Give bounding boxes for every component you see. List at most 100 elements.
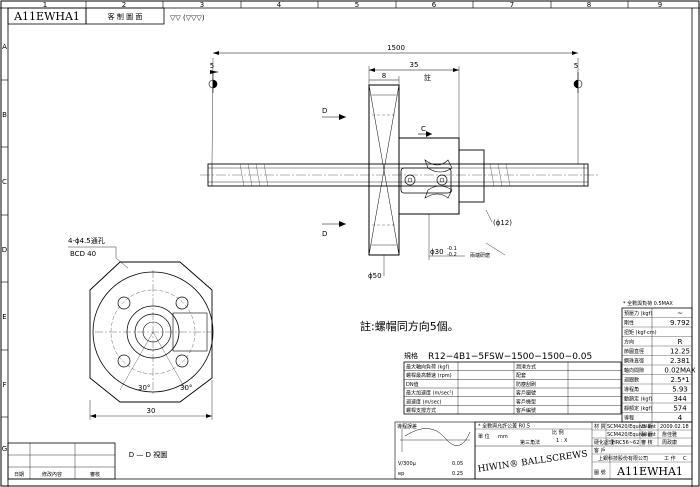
spec-row-label: 螺桿支撐方式 [406, 407, 436, 414]
company-name: 上銀科技股份有限公司 [598, 455, 648, 462]
angle-left: 30° [138, 384, 150, 392]
param-label: 節圓直徑 [624, 348, 644, 355]
title-block: * 全數與允許公差 R0.5 單 位 mm 比 例 1 : X 第三角法 材 質… [474, 421, 693, 480]
unit-label: 單 位 [478, 433, 490, 440]
date-value: 2009.02.18 [660, 424, 689, 430]
section-view-labels: 4-ϕ4.5通孔 BCD 40 30° 30° 30 D — D 視圖 [68, 236, 192, 459]
revision-col-date: 日期 [14, 472, 24, 478]
hole-spec: 4-ϕ4.5通孔 [68, 236, 105, 245]
row-label: G [2, 445, 7, 453]
param-label: 剛性 [624, 320, 634, 327]
param-label: 鋼珠直徑 [624, 358, 644, 365]
column-ruler: 1 2 3 4 5 6 7 8 9 [43, 1, 662, 9]
checked-value: 周政康 [662, 439, 677, 446]
spec-label: 規格 [404, 351, 418, 360]
spec-row-right: 客戶機型 [516, 398, 536, 405]
revision-col-content: 修改內容 [42, 471, 62, 478]
scale-value: 1 : X [556, 438, 568, 444]
dim-shaft-dia: (ϕ12) [493, 219, 512, 227]
spec-row-right: 客戶編號 [516, 407, 536, 414]
material-shaft: SCM420/Equivalent [607, 424, 656, 430]
projection: 第三角法 [520, 439, 540, 446]
header-block: A11EWHA1 客 制 圖 面 ▽▽ (▽▽▽) [7, 7, 205, 25]
dim-nut-tol-top: -0.1 [447, 246, 457, 252]
dim-total-length: 1500 [387, 44, 405, 52]
param-value: 4 [678, 414, 683, 422]
drawn-label: 製 圖 [641, 431, 653, 438]
spec-row-label: 最大軸向負荷 (kgf) [406, 364, 449, 371]
col-label: 2 [122, 1, 126, 9]
col-label: 1 [43, 1, 47, 9]
code-label: 工 作 [664, 455, 676, 462]
drawing-number: A11EWHA1 [13, 10, 80, 23]
section-c: C [421, 125, 426, 133]
material-nut: SCM420/Equivalent [607, 432, 656, 438]
drawing-number-bottom: A11EWHA1 [616, 465, 683, 478]
row-label: C [2, 178, 7, 186]
view-label: D — D 視圖 [129, 450, 167, 459]
nut-direction-note: 註:螺帽同方向5個。 [360, 319, 459, 333]
section-view-dd [68, 246, 214, 420]
revision-table: 日期 修改內容 審核 [7, 442, 116, 480]
param-value: 2.5*1 [670, 376, 689, 384]
spec-row-right: 潤滑方式 [516, 364, 536, 371]
parameter-title: * 全數與負荷 0.5MAX [623, 300, 673, 307]
param-value: 0.02MAX [664, 367, 695, 375]
spec-row-label: DN值 [406, 381, 419, 388]
col-label: 3 [200, 1, 204, 9]
dim-flange-thickness: 8 [382, 72, 386, 80]
parameter-table: * 全數與負荷 0.5MAX 預壓力 (kgf) ~ 剛性 9.792 扭矩 (… [621, 300, 696, 423]
end-note: 兩端研磨 [470, 252, 490, 259]
lead-error-label: 導程誤差 [397, 423, 417, 430]
row-label: E [2, 313, 6, 321]
param-label: 導程 [624, 415, 634, 422]
col-label: 8 [587, 1, 591, 9]
revision-col-check: 審核 [90, 471, 100, 478]
customer-label: 客 戶 [594, 447, 606, 454]
param-label: 導程角 [624, 386, 639, 393]
param-label: 扭矩 (kgf·cm) [624, 329, 657, 336]
param-value: 2.381 [670, 357, 690, 365]
row-label: B [2, 111, 7, 119]
ballscrew-front-view [200, 51, 600, 276]
lead-error-row: V/300μ [398, 461, 417, 467]
spec-row-label: 最大加速度 (m/sec²) [406, 390, 454, 397]
param-label: 預壓力 (kgf) [624, 310, 652, 317]
param-label: 迴圈數 [624, 377, 639, 384]
section-mark-left: 5 [210, 62, 214, 70]
code-value: C [683, 456, 687, 462]
param-label: 軸向間隙 [624, 367, 644, 374]
param-value: 344 [673, 395, 687, 403]
dim-flange-dia: ϕ50 [368, 272, 382, 280]
section-mark-right: 5 [574, 62, 578, 70]
col-label: 9 [658, 1, 662, 9]
lead-error-labels: 導程誤差 V/300μ 0.05 ep 0.25 [397, 423, 463, 477]
lead-error-row: ep [398, 471, 404, 477]
param-value: 9.792 [670, 319, 690, 327]
param-value: R [678, 338, 683, 346]
checked-label: 審 核 [641, 439, 653, 446]
param-label: 方向 [624, 339, 634, 346]
spec-row-right: 防塵刮刷 [516, 381, 536, 388]
tolerance-label: * 全數與允許公差 R0.5 [478, 423, 530, 430]
section-d-top: D [322, 107, 327, 115]
spec-row-label: 迴速度 (m/sec) [406, 398, 442, 405]
lead-error-value: 0.25 [452, 471, 463, 477]
dim-nut-tol-bottom: -0.2 [447, 252, 457, 258]
spec-value: R12−4B1−5FSW−1500−1500−0.05 [428, 352, 592, 362]
param-label: 靜額定 (kgf) [624, 405, 652, 412]
date-label: 日 期 [641, 424, 653, 430]
spec-row-right: 客戶圖號 [516, 390, 536, 397]
row-ruler: A B C D E F G [1, 43, 8, 453]
spec-table: 規格 R12−4B1−5FSW−1500−1500−0.05 最大軸向負荷 (k… [403, 351, 622, 415]
front-view-dims: 1500 35 8 5 5 註 D D C (ϕ12) ϕ30 -0.1 -0.… [210, 44, 578, 280]
drawing-no-label: 圖 號 [594, 469, 606, 476]
param-value: 5.93 [672, 386, 688, 394]
col-label: 4 [277, 1, 282, 9]
drawn-value: 詹佳雅 [662, 431, 677, 438]
width-dim: 30 [147, 407, 156, 415]
row-label: A [2, 43, 7, 51]
spec-row-right: 配套 [516, 372, 526, 379]
note-tag: 註 [424, 73, 431, 82]
